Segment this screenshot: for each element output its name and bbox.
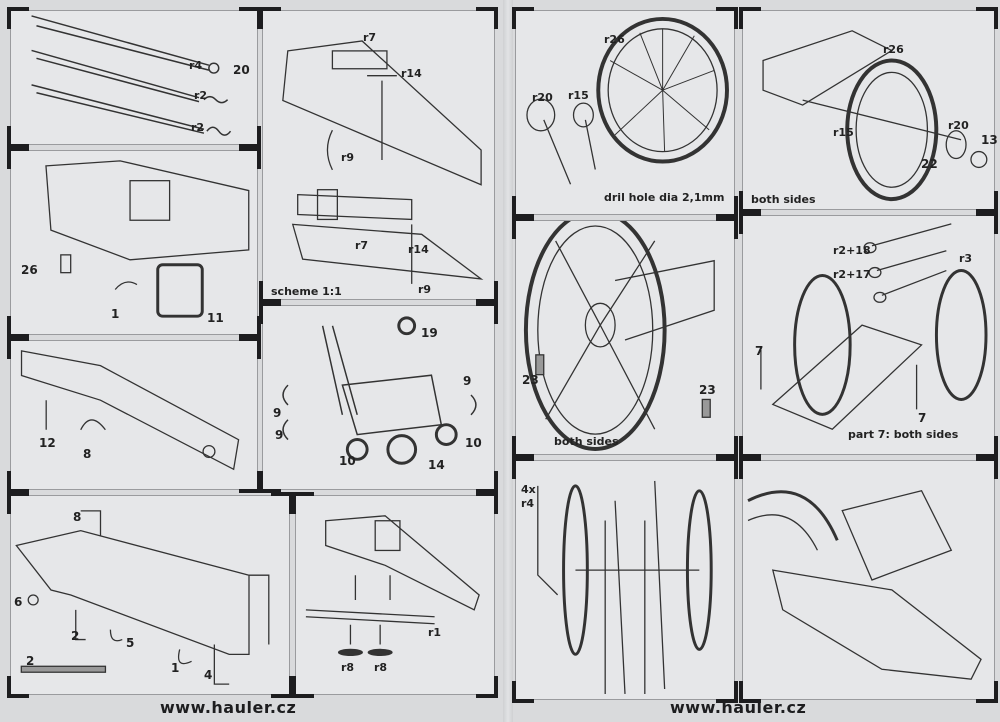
wheel-drawing bbox=[526, 16, 729, 185]
part-label: r3 bbox=[959, 252, 973, 265]
panel-ramrods: r2+18 r2+17 r3 7 7 part 7: both sides bbox=[739, 212, 998, 458]
part-label: r8 bbox=[341, 661, 355, 674]
panel-trail-side: 12 8 bbox=[7, 337, 261, 493]
part-label: 9 bbox=[275, 428, 284, 442]
panel-hub: 23 23 both sides bbox=[512, 217, 738, 458]
part-label: 26 bbox=[21, 263, 38, 277]
part-label: 20 bbox=[233, 63, 250, 77]
part-label: 6 bbox=[14, 595, 23, 609]
part-label: 4x bbox=[521, 483, 536, 496]
part-label: 12 bbox=[39, 436, 56, 450]
part-label: r8 bbox=[374, 661, 388, 674]
part-label: r9 bbox=[418, 283, 432, 296]
part-label: 14 bbox=[428, 458, 445, 472]
part-label: r14 bbox=[401, 67, 422, 80]
part-label: 7 bbox=[755, 344, 764, 358]
panel-final bbox=[739, 457, 998, 703]
trail-side-drawing bbox=[20, 350, 240, 471]
panel-top-view: 4x r4 bbox=[512, 457, 738, 703]
part-label: r15 bbox=[568, 89, 589, 102]
panel-caption: dril hole dia 2,1mm bbox=[604, 191, 725, 204]
part-label: 13 bbox=[981, 133, 998, 147]
panel-caption: both sides bbox=[554, 435, 619, 448]
panel-caption: both sides bbox=[751, 193, 816, 206]
rings-drawing bbox=[282, 316, 477, 465]
part-label: 19 bbox=[421, 326, 438, 340]
part-label: r7 bbox=[363, 31, 377, 44]
part-label: 9 bbox=[273, 406, 282, 420]
part-label: 7 bbox=[918, 411, 927, 425]
part-label: r14 bbox=[408, 243, 429, 256]
part-label: 1 bbox=[111, 307, 120, 321]
trail-front-drawing bbox=[45, 160, 250, 318]
panel-caption: part 7: both sides bbox=[848, 428, 959, 441]
part-label: r20 bbox=[948, 119, 969, 132]
panel-wheel-mount: r26 r15 r20 13 22 both sides bbox=[739, 7, 998, 213]
part-label: r26 bbox=[883, 43, 904, 56]
part-label: 8 bbox=[83, 447, 92, 461]
rods-drawing bbox=[31, 15, 232, 136]
part-label: 23 bbox=[522, 373, 539, 387]
part-label: 23 bbox=[699, 383, 716, 397]
part-label: 5 bbox=[126, 636, 135, 650]
panel-scheme: r7 r14 r9 r7 r14 r9 scheme 1:1 bbox=[259, 7, 498, 303]
part-label: 11 bbox=[207, 311, 224, 325]
panel-axle: r1 r8 r8 bbox=[292, 492, 498, 698]
panel-rods: r4 r2 r2 20 bbox=[7, 7, 261, 148]
part-label: r2+18 bbox=[833, 244, 871, 257]
panel-wheel: r26 r20 r15 dril hole dia 2,1mm bbox=[512, 7, 738, 218]
part-label: r20 bbox=[532, 91, 553, 104]
panel-trail-front: 26 1 11 bbox=[7, 147, 261, 338]
part-label: r4 bbox=[189, 59, 203, 72]
trail-assembly-drawing bbox=[15, 510, 270, 685]
ramrods-drawing bbox=[760, 223, 988, 430]
part-label: 4 bbox=[204, 668, 213, 682]
top-view-drawing bbox=[537, 480, 713, 694]
part-label: r2 bbox=[194, 89, 208, 102]
wheel-mount-drawing bbox=[762, 30, 988, 202]
part-label: r9 bbox=[341, 151, 355, 164]
paper-fold bbox=[503, 0, 513, 722]
part-label: 9 bbox=[463, 374, 472, 388]
part-label: r2+17 bbox=[833, 268, 871, 281]
final-drawing bbox=[747, 489, 982, 680]
scheme-drawing bbox=[282, 40, 484, 284]
part-label: r2 bbox=[191, 121, 205, 134]
part-label: 2 bbox=[71, 629, 80, 643]
part-label: 8 bbox=[73, 510, 82, 524]
part-label: 10 bbox=[465, 436, 482, 450]
hub-drawing bbox=[523, 221, 715, 451]
part-label: r15 bbox=[833, 126, 854, 139]
part-label: r7 bbox=[355, 239, 369, 252]
panel-trail-assembly: 8 6 2 5 2 1 4 bbox=[7, 492, 293, 698]
axle-drawing bbox=[305, 515, 480, 657]
part-label: r1 bbox=[428, 626, 442, 639]
part-label: 1 bbox=[171, 661, 180, 675]
part-label: 10 bbox=[339, 454, 356, 468]
part-label: r26 bbox=[604, 33, 625, 46]
part-label: r4 bbox=[521, 497, 535, 510]
panel-caption: scheme 1:1 bbox=[271, 285, 342, 298]
part-label: 22 bbox=[921, 157, 938, 171]
website-url-left: www.hauler.cz bbox=[160, 698, 297, 717]
website-url-right: www.hauler.cz bbox=[670, 698, 807, 717]
panel-rings: 19 9 9 9 10 10 14 bbox=[259, 302, 498, 493]
part-label: 2 bbox=[26, 654, 35, 668]
